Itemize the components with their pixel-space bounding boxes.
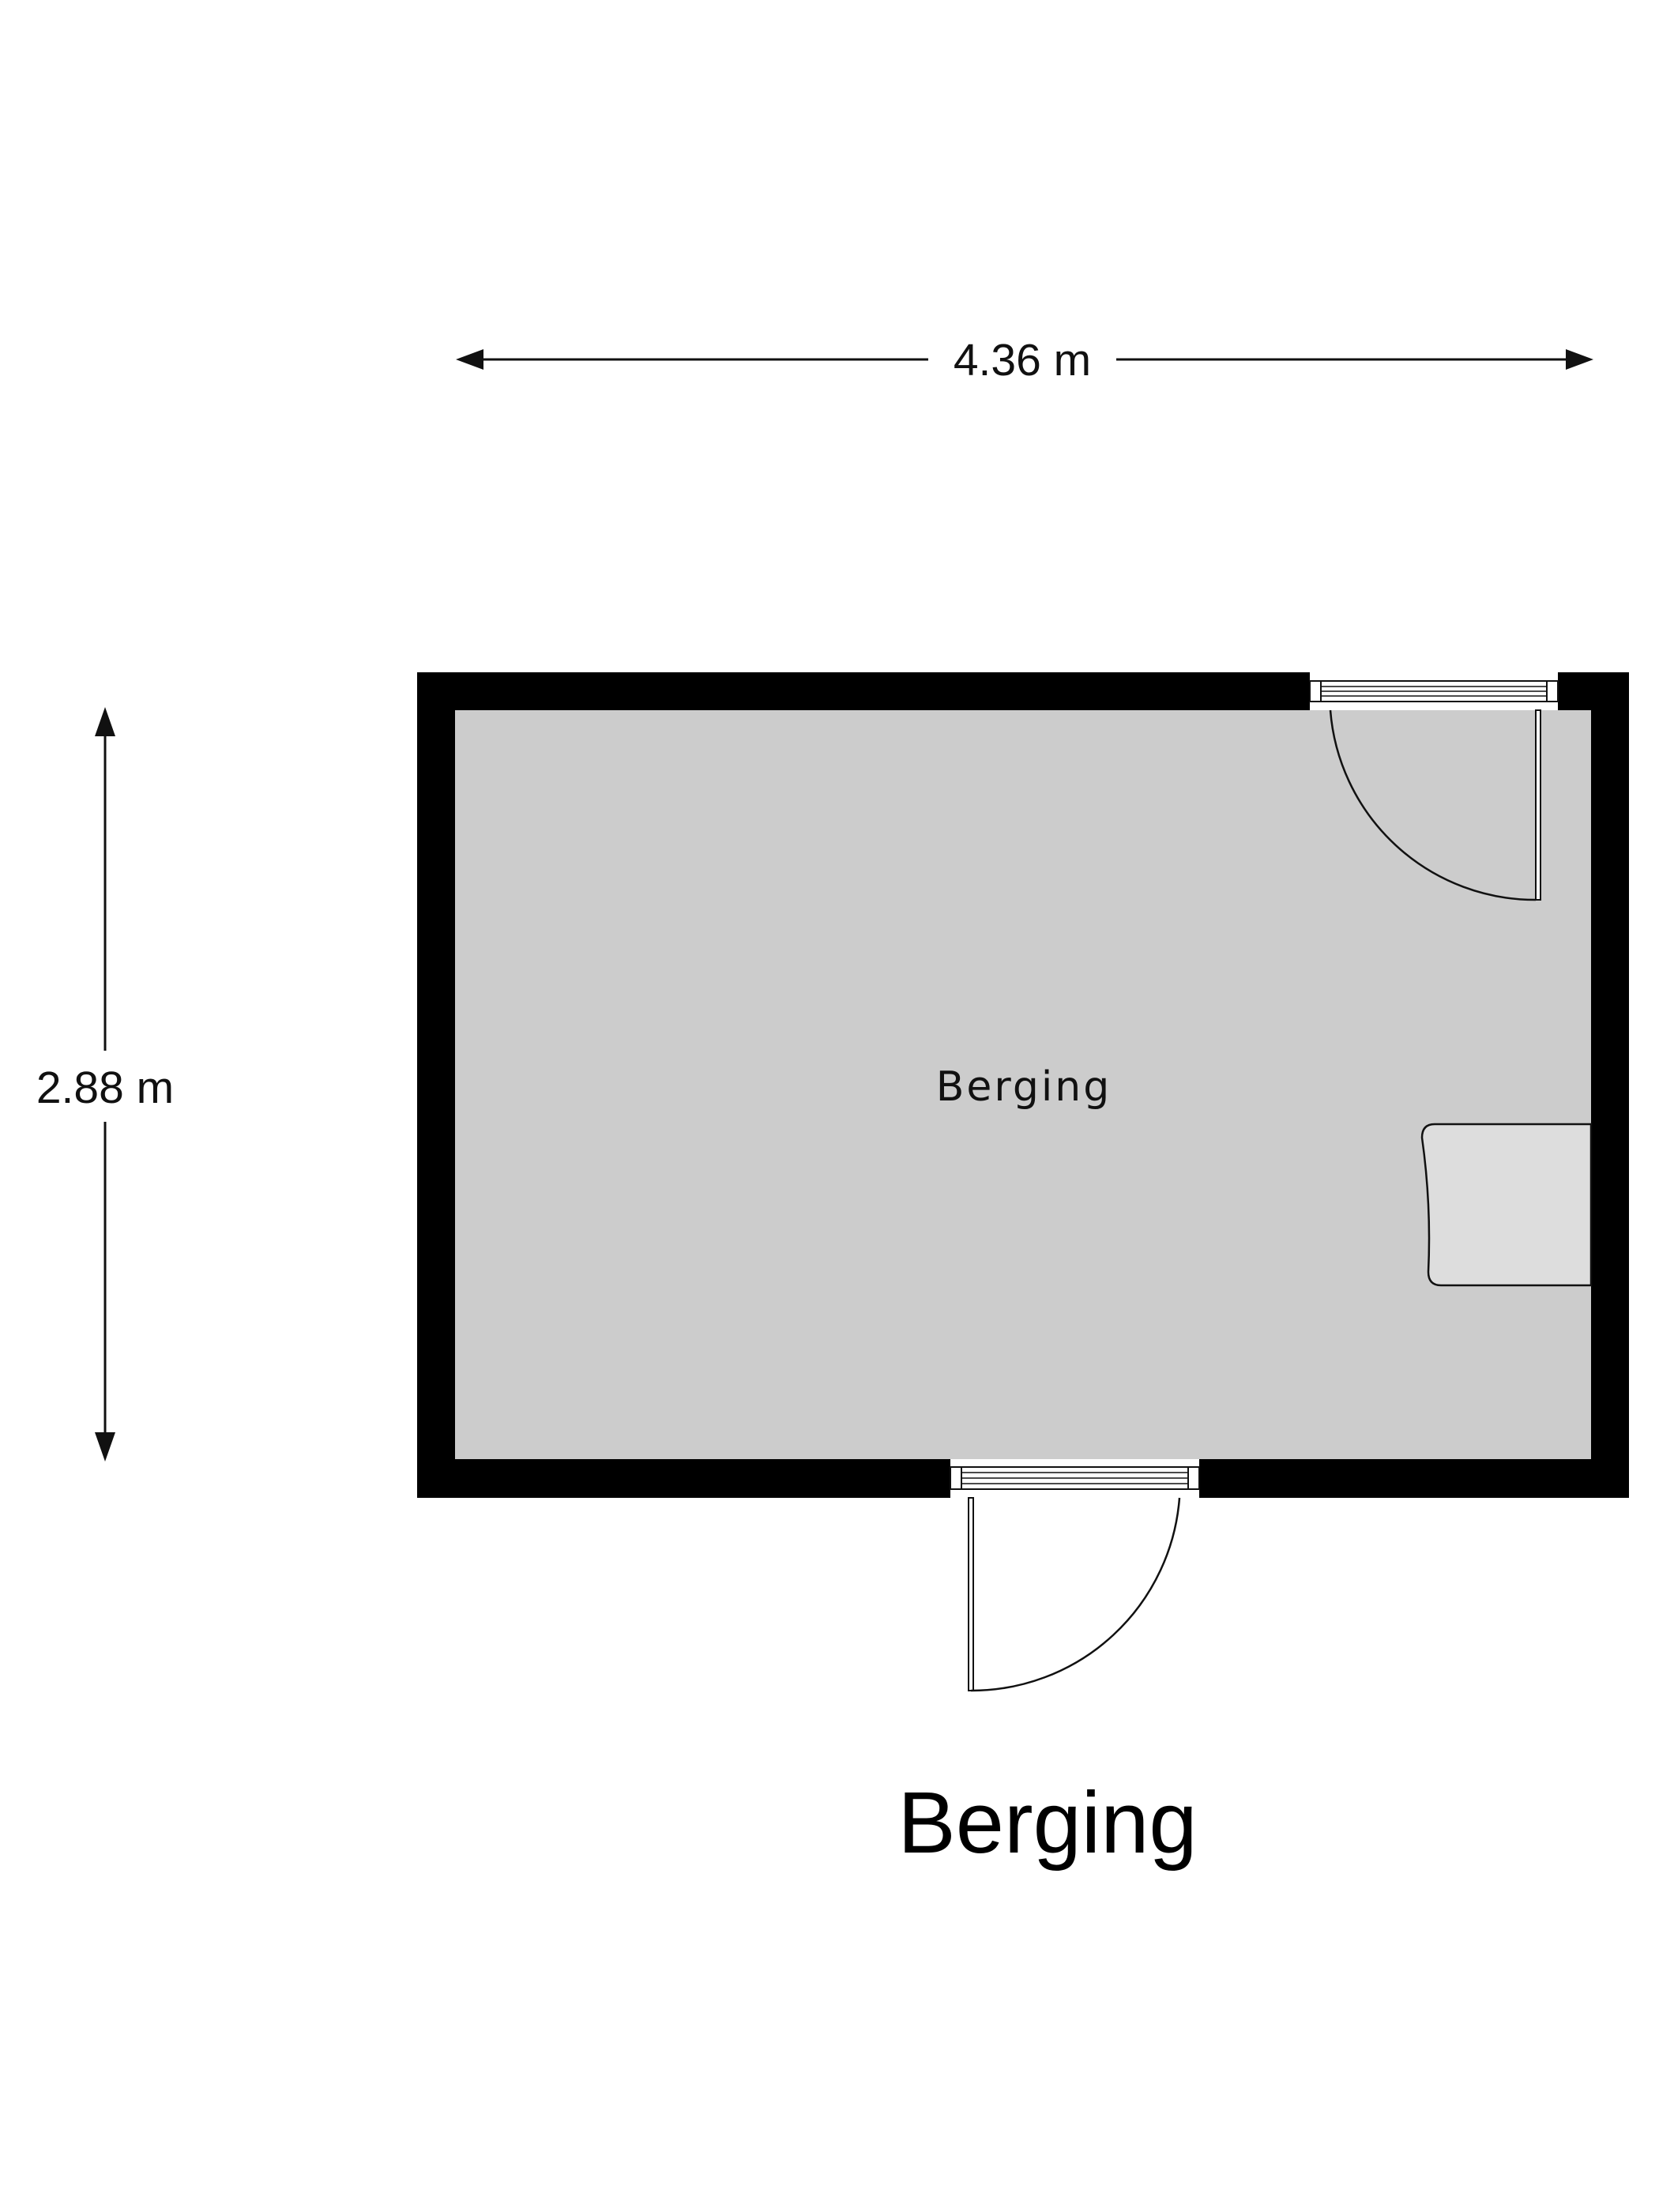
door-top-leaf xyxy=(1535,709,1541,901)
wall-left xyxy=(417,672,455,1498)
wall-bottom-left xyxy=(417,1459,950,1498)
room-label: Berging xyxy=(936,1063,1112,1111)
room-floor xyxy=(455,710,1591,1459)
arrow-down-icon xyxy=(95,1432,115,1462)
width-dimension-label: 4.36 m xyxy=(954,335,1091,386)
height-dimension-label: 2.88 m xyxy=(36,1063,174,1113)
door-top-swing-arc xyxy=(1329,709,1537,901)
arrow-up-icon xyxy=(95,707,115,736)
door-bottom-leaf xyxy=(968,1497,974,1691)
wall-fixture xyxy=(1420,1123,1593,1287)
door-bottom xyxy=(950,1466,1200,1692)
wall-bottom-right xyxy=(1199,1459,1629,1498)
walls xyxy=(417,672,1629,1498)
door-top xyxy=(1309,680,1559,901)
width-dimension: 4.36 m xyxy=(456,335,1593,386)
wall-right xyxy=(1591,672,1629,1498)
arrow-left-icon xyxy=(456,349,483,370)
door-bottom-swing-arc xyxy=(970,1497,1181,1692)
wall-top-left xyxy=(417,672,1310,710)
arrow-right-icon xyxy=(1566,349,1593,370)
height-dimension: 2.88 m xyxy=(36,707,174,1462)
floorplan-caption: Berging xyxy=(897,1774,1197,1872)
